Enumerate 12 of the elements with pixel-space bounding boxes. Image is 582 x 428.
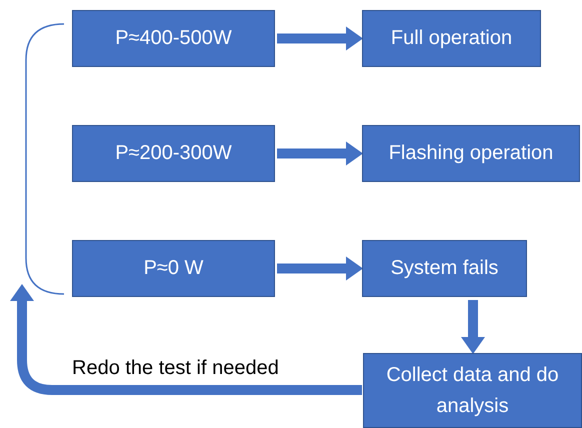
- arrow: [277, 142, 363, 166]
- process-box: Flashing operation: [362, 125, 580, 182]
- process-box: P≈200-300W: [72, 125, 275, 182]
- arrow: [461, 300, 485, 354]
- process-box: P≈400-500W: [72, 10, 275, 67]
- arrow: [10, 284, 362, 395]
- process-box: System fails: [362, 240, 527, 297]
- arrow: [277, 256, 363, 280]
- process-box: Collect data and do analysis: [363, 353, 582, 428]
- process-box: Full operation: [362, 10, 541, 67]
- process-box: P≈0 W: [72, 240, 275, 297]
- arrow: [277, 26, 363, 50]
